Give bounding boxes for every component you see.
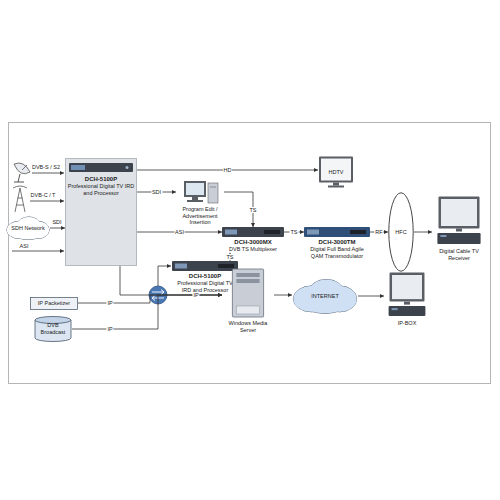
- node-title: DCH-3000TM: [318, 239, 355, 246]
- signal-label: IP: [106, 300, 113, 306]
- node-title: IP Packetizer: [38, 300, 70, 307]
- node-title: Windows Media Server: [222, 320, 274, 333]
- node-title: SDH Network: [11, 225, 44, 232]
- icon-holder: [304, 227, 370, 239]
- panel-shape: [65, 158, 137, 266]
- signal-label: TS: [289, 229, 298, 235]
- network-cloud: SDH Network: [6, 216, 50, 240]
- signal-label: IP: [192, 292, 199, 298]
- tv-receiver: Digital Cable TV Receiver: [432, 196, 486, 261]
- connector: [72, 295, 222, 329]
- signal-label: RF: [374, 229, 383, 235]
- connector: [414, 232, 432, 233]
- node-title: HFC: [395, 229, 406, 236]
- node-title: HDTV: [329, 169, 344, 176]
- signal-label: SDI: [151, 189, 162, 195]
- node-title: Digital Cable TV Receiver: [432, 248, 486, 261]
- node-title: IP-BOX: [398, 320, 417, 327]
- icon-holder: [432, 196, 486, 248]
- router-link: [158, 266, 171, 286]
- node-caption: Professional Digital TV IRD and Processo…: [172, 280, 238, 293]
- workstation: Program Edit / Advertisement Insertion: [176, 180, 224, 226]
- device-panel: DCH-5100PProfessional Digital TV IRD and…: [65, 158, 137, 266]
- signal-label: SDI: [51, 219, 62, 225]
- input-line: [30, 201, 64, 202]
- signal-label: HD: [223, 167, 233, 173]
- input-line: [12, 251, 64, 252]
- icon-holder: [222, 268, 274, 320]
- database-cylinder: DVB Broadcast: [34, 316, 72, 342]
- node-title: DCH-3000MX: [234, 239, 271, 246]
- process-box: IP Packetizer: [30, 297, 78, 310]
- iptv-box: IP-BOX: [384, 272, 430, 327]
- signal-label: TS: [248, 206, 257, 212]
- node-title: DVB Broadcast: [36, 322, 70, 335]
- signal-label: IP: [106, 326, 113, 332]
- tvbox-shape: [384, 272, 430, 318]
- pc-shape: [176, 180, 224, 204]
- icon-holder: [384, 272, 430, 320]
- node-caption: Professional Digital TV IRD and Processo…: [67, 183, 135, 196]
- rack-device: DCH-3000MXDVB TS Multiplexer: [222, 227, 284, 253]
- node-title: Program Edit / Advertisement Insertion: [176, 206, 224, 226]
- connector: [78, 295, 222, 303]
- frame: [9, 123, 491, 384]
- hdtv-monitor: HDTV: [318, 156, 354, 188]
- media-server: Windows Media Server: [222, 268, 274, 333]
- signal-label: DVB-S / S2: [31, 164, 61, 170]
- rackblue-shape: [304, 227, 370, 237]
- input-line: [32, 173, 64, 174]
- antenna-tower: [13, 186, 27, 212]
- signal-label: TS: [225, 254, 234, 260]
- rack-shape: [172, 261, 238, 271]
- rack-device: DCH-5100PProfessional Digital TV IRD and…: [172, 261, 238, 293]
- connector: [358, 296, 384, 297]
- internet-cloud: INTERNET: [292, 278, 358, 314]
- node-caption: Digital Full Band Agile QAM Transmodulat…: [304, 246, 370, 259]
- node-caption: DVB TS Multiplexer: [229, 246, 277, 253]
- node-title: DCH-5100P: [85, 176, 117, 183]
- node-title: DCH-5100P: [189, 273, 221, 280]
- icon-holder: [222, 227, 284, 239]
- connector: [50, 228, 65, 229]
- rack-device: DCH-3000TMDigital Full Band Agile QAM Tr…: [304, 227, 370, 259]
- server-shape: [222, 268, 274, 318]
- signal-label: ASI: [174, 229, 185, 235]
- rack-shape: [222, 227, 284, 237]
- signal-label: DVB-C / T: [30, 192, 57, 198]
- tvbox-shape: [432, 196, 486, 246]
- hfc-ellipse: HFC: [388, 192, 414, 272]
- node-title: INTERNET: [311, 293, 339, 300]
- icon-holder: [176, 180, 224, 206]
- satellite-dish: [14, 163, 30, 182]
- connector: [274, 295, 292, 296]
- signal-label: ASI: [19, 243, 30, 249]
- icon-holder: [172, 261, 238, 273]
